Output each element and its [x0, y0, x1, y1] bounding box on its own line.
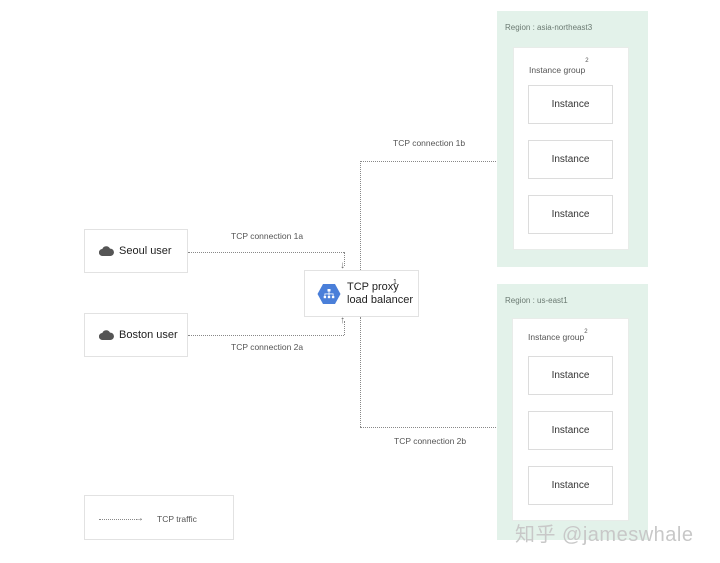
- instance-group-label: Instance group2: [528, 329, 588, 342]
- seoul-user-node: Seoul user: [84, 229, 188, 273]
- connection-2b-line: [360, 427, 524, 428]
- arrow-right-icon: →: [134, 513, 144, 524]
- connection-2a-label: TCP connection 2a: [231, 342, 304, 352]
- connection-2a-line: [188, 335, 344, 336]
- load-balancer-hexagon-icon: [317, 284, 341, 304]
- connection-1a-label: TCP connection 1a: [231, 231, 304, 241]
- watermark: 知乎 @jameswhale: [515, 524, 694, 546]
- instance-group-label: Instance group2: [529, 58, 589, 75]
- legend-label: TCP traffic: [157, 514, 197, 524]
- instance-node: Instance: [528, 140, 613, 179]
- connection-2a-line-vertical: [344, 321, 345, 335]
- lb-label-line1: TCP proxy: [347, 281, 399, 293]
- instance-node: Instance: [528, 85, 613, 124]
- region-label: Region : asia-northeast3: [505, 23, 593, 32]
- region-asia-northeast3: Region : asia-northeast3 Instance group2…: [497, 11, 648, 267]
- instance-group: Instance group2 Instance Instance Instan…: [512, 318, 629, 521]
- boston-user-node: Boston user: [84, 313, 188, 357]
- instance-node: Instance: [528, 466, 613, 505]
- arrow-up-icon: ↑: [340, 315, 345, 326]
- legend: → TCP traffic: [84, 495, 234, 540]
- cloud-icon: [99, 246, 114, 256]
- instance-node: Instance: [528, 195, 613, 234]
- connection-1a-line-vertical: [344, 252, 345, 266]
- connection-1b-line: [360, 161, 524, 162]
- seoul-user-label: Seoul user: [119, 245, 172, 257]
- instance-node: Instance: [528, 411, 613, 450]
- connection-2b-line-vertical: [360, 317, 361, 427]
- connection-1a-line: [188, 252, 344, 253]
- legend-dotted-line: [99, 519, 137, 520]
- connection-1b-label: TCP connection 1b: [393, 138, 466, 148]
- arrow-down-icon: ↓: [340, 260, 345, 271]
- connection-1b-line-vertical: [360, 161, 361, 270]
- tcp-proxy-load-balancer-node: TCP proxy 1 load balancer: [304, 270, 419, 317]
- instance-node: Instance: [528, 356, 613, 395]
- lb-label-line2: load balancer: [347, 294, 414, 306]
- region-label: Region : us-east1: [505, 296, 568, 305]
- connection-2b-label: TCP connection 2b: [394, 436, 467, 446]
- boston-user-label: Boston user: [119, 329, 178, 341]
- region-us-east1: Region : us-east1 Instance group2 Instan…: [497, 284, 648, 540]
- cloud-icon: [99, 330, 114, 340]
- lb-superscript: 1: [393, 279, 397, 286]
- instance-group: Instance group2 Instance Instance Instan…: [513, 47, 629, 250]
